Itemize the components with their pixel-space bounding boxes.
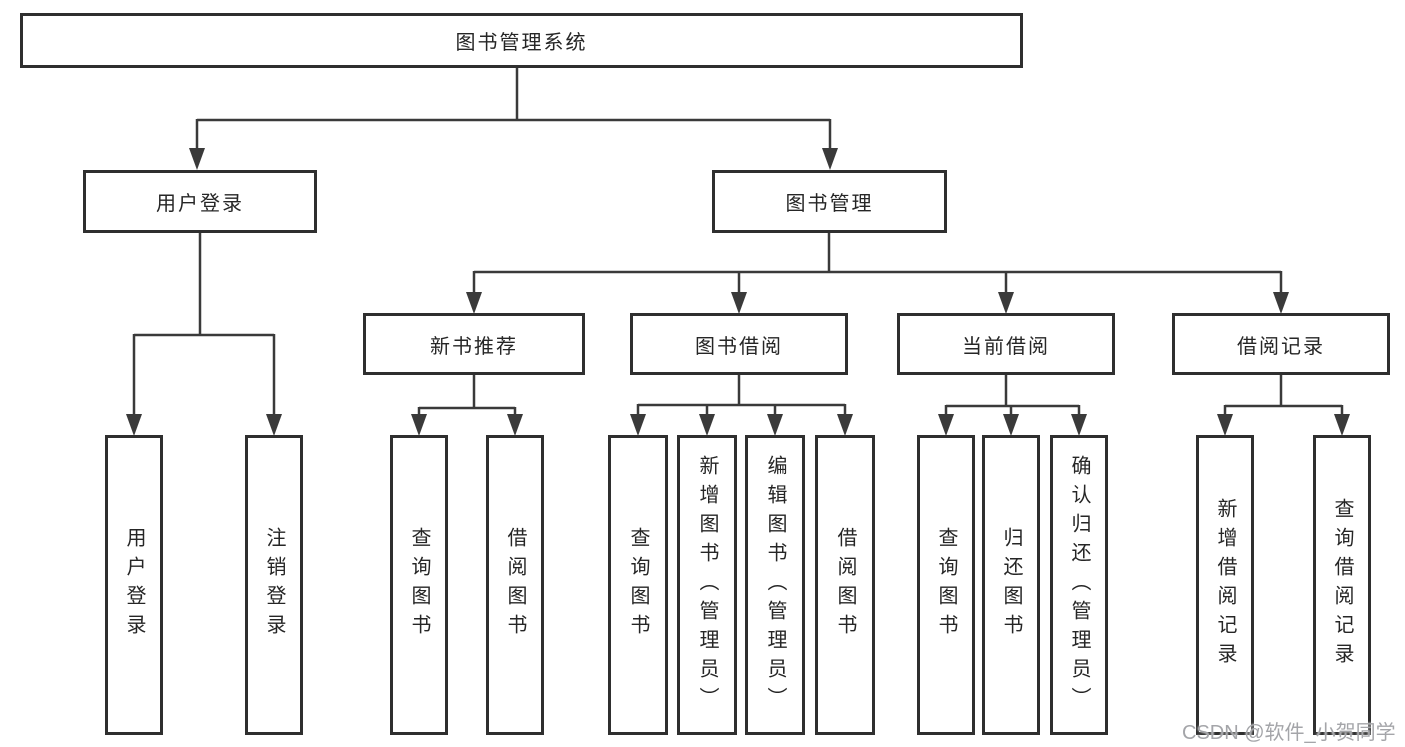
node-new-book-recommend: 新书推荐 (363, 313, 585, 375)
leaf-return-books: 归还图书 (982, 435, 1040, 735)
leaf-label: 注销登录 (263, 527, 285, 643)
leaf-label: 用户登录 (123, 527, 145, 643)
node-label: 用户登录 (156, 193, 244, 215)
leaf-query-books-current: 查询图书 (917, 435, 975, 735)
leaf-edit-books-admin: 编辑图书（管理员） (745, 435, 805, 735)
leaf-borrow-books-recommend: 借阅图书 (486, 435, 544, 735)
leaf-label: 新增借阅记录 (1214, 498, 1236, 672)
leaf-label: 编辑图书（管理员） (764, 454, 786, 716)
node-user-login-group: 用户登录 (83, 170, 317, 233)
leaf-query-books-recommend: 查询图书 (390, 435, 448, 735)
node-label: 图书管理 (785, 193, 874, 215)
leaf-add-borrow-record: 新增借阅记录 (1196, 435, 1254, 735)
node-current-borrowing: 当前借阅 (897, 313, 1115, 375)
node-label: 图书管理系统 (455, 32, 588, 54)
node-label: 图书借阅 (695, 335, 783, 358)
leaf-label: 新增图书（管理员） (696, 454, 718, 716)
leaf-label: 查询借阅记录 (1331, 498, 1353, 672)
node-label: 新书推荐 (430, 335, 518, 358)
csdn-watermark: CSDN @软件_小贺同学 (1182, 722, 1396, 744)
leaf-confirm-return-admin: 确认归还（管理员） (1050, 435, 1108, 735)
leaf-query-borrow-record: 查询借阅记录 (1313, 435, 1371, 735)
leaf-user-login: 用户登录 (105, 435, 163, 735)
leaf-add-books-admin: 新增图书（管理员） (677, 435, 737, 735)
leaf-label: 借阅图书 (834, 527, 856, 643)
node-book-borrowing: 图书借阅 (630, 313, 848, 375)
node-borrowing-records: 借阅记录 (1172, 313, 1390, 375)
leaf-label: 查询图书 (408, 527, 430, 643)
leaf-borrow-books: 借阅图书 (815, 435, 875, 735)
leaf-label: 归还图书 (1000, 527, 1022, 643)
node-book-management: 图书管理 (712, 170, 947, 233)
leaf-label: 借阅图书 (504, 527, 526, 643)
leaf-label: 查询图书 (627, 527, 649, 643)
node-label: 当前借阅 (962, 335, 1050, 358)
leaf-logout: 注销登录 (245, 435, 303, 735)
leaf-label: 查询图书 (935, 527, 957, 643)
node-book-management-system: 图书管理系统 (20, 13, 1023, 68)
node-label: 借阅记录 (1237, 335, 1325, 358)
leaf-label: 确认归还（管理员） (1068, 454, 1090, 716)
leaf-query-books-borrowing: 查询图书 (608, 435, 668, 735)
